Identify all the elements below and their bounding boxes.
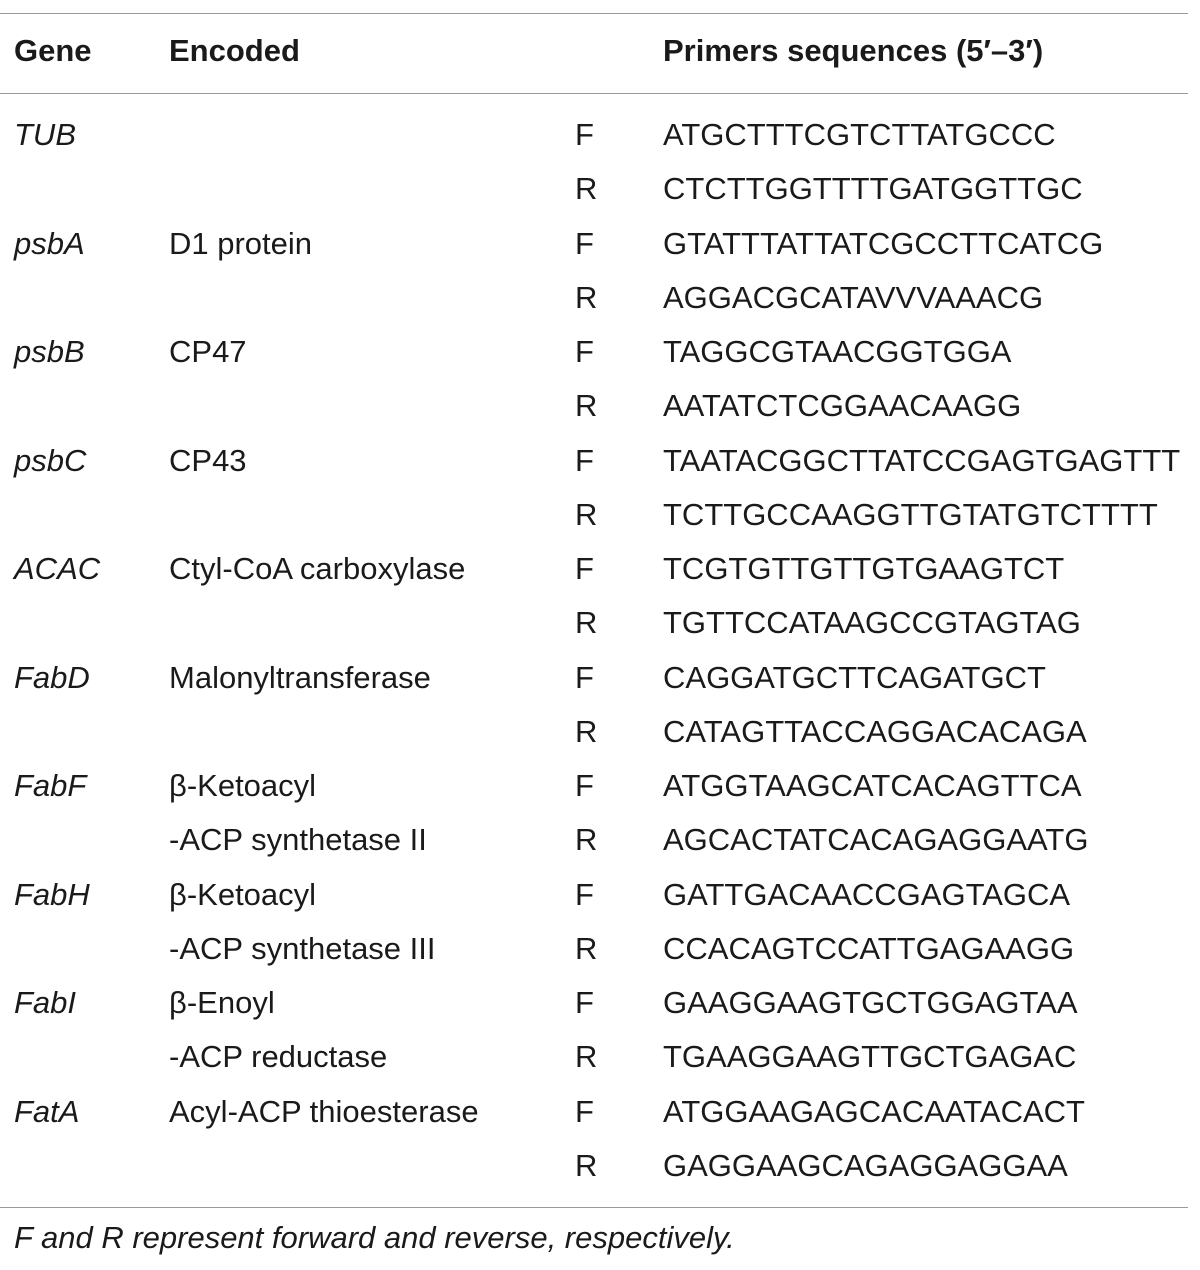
cell-encoded: D1 protein [169, 225, 313, 261]
table-bottom-rule [0, 1207, 1188, 1208]
cell-encoded: -ACP synthetase III [169, 930, 436, 966]
cell-gene: psbA [14, 225, 85, 261]
table-footnote: F and R represent forward and reverse, r… [14, 1220, 735, 1255]
cell-direction: F [575, 1093, 594, 1129]
table-row: psbC CP43 F TAATACGGCTTATCCGAGTGAGTTT [0, 443, 1200, 497]
cell-gene: psbB [14, 334, 85, 369]
cell-sequence: TGTTCCATAAGCCGTAGTAG [663, 605, 1081, 641]
cell-gene: TUB [14, 117, 76, 152]
header-sequence: Primers sequences (5′–3′) [663, 33, 1044, 68]
cell-encoded: CP43 [169, 442, 247, 478]
cell-sequence: AGGACGCATAVVVAAACG [663, 279, 1044, 315]
cell-encoded: β-Ketoacyl [169, 876, 317, 912]
table-row: R GAGGAAGCAGAGGAGGAA [0, 1148, 1200, 1202]
table-row: FabD Malonyltransferase F CAGGATGCTTCAGATGC… [0, 660, 1200, 714]
cell-direction: F [575, 442, 594, 478]
cell-direction: F [575, 551, 594, 586]
cell-sequence: TCGTGTTGTTGTGAAGTCT [663, 551, 1065, 586]
cell-direction: F [575, 985, 594, 1020]
cell-direction: R [575, 1147, 598, 1183]
cell-sequence: AATATCTCGGAACAAGG [663, 388, 1022, 424]
cell-direction: R [575, 388, 598, 424]
table-row: R AGGACGCATAVVVAAACG [0, 280, 1200, 334]
table-row: FabH β-Ketoacyl F GATTGACAACCGAGTAGCA [0, 877, 1200, 931]
table-header: Gene Encoded Primers sequences (5′–3′) [0, 33, 1200, 77]
table-row: FabF β-Ketoacyl F ATGGTAAGCATCACAGTTCA [0, 768, 1200, 822]
table-row: R TCTTGCCAAGGTTGTATGTCTTTT [0, 497, 1200, 551]
table-row: R CTCTTGGTTTTGATGGTTGC [0, 171, 1200, 225]
table-row: R AATATCTCGGAACAAGG [0, 388, 1200, 442]
cell-sequence: TAATACGGCTTATCCGAGTGAGTTT [663, 442, 1181, 478]
cell-encoded: β-Enoyl [169, 985, 275, 1020]
cell-encoded: -ACP reductase [169, 1039, 388, 1075]
table-row: -ACP reductase R TGAAGGAAGTTGCTGAGAC [0, 1039, 1200, 1093]
cell-sequence: GTATTTATTATCGCCTTCATCG [663, 225, 1104, 261]
table-row: FabI β-Enoyl F GAAGGAAGTGCTGGAGTAA [0, 985, 1200, 1039]
table-row: psbA D1 protein F GTATTTATTATCGCCTTCATCG [0, 226, 1200, 280]
cell-direction: R [575, 171, 598, 207]
cell-encoded: -ACP synthetase II [169, 822, 427, 858]
cell-gene: ACAC [14, 551, 101, 586]
table-row: -ACP synthetase II R AGCACTATCACAGAGGAATG [0, 822, 1200, 876]
cell-direction: F [575, 659, 594, 695]
cell-sequence: GAGGAAGCAGAGGAGGAA [663, 1147, 1068, 1183]
cell-encoded: Ctyl-CoA carboxylase [169, 551, 466, 586]
cell-gene: psbC [14, 442, 87, 478]
cell-sequence: ATGCTTTCGTCTTATGCCC [663, 117, 1056, 152]
cell-sequence: ATGGTAAGCATCACAGTTCA [663, 768, 1082, 803]
cell-encoded: β-Ketoacyl [169, 768, 317, 803]
cell-direction: F [575, 334, 594, 369]
cell-direction: R [575, 713, 598, 749]
cell-sequence: CTCTTGGTTTTGATGGTTGC [663, 171, 1083, 207]
cell-encoded: CP47 [169, 334, 247, 369]
cell-direction: F [575, 768, 594, 803]
cell-sequence: GAAGGAAGTGCTGGAGTAA [663, 985, 1078, 1020]
cell-sequence: GATTGACAACCGAGTAGCA [663, 876, 1071, 912]
cell-sequence: CAGGATGCTTCAGATGCT [663, 659, 1046, 695]
cell-sequence: AGCACTATCACAGAGGAATG [663, 822, 1089, 858]
table-row: ACAC Ctyl-CoA carboxylase F TCGTGTTGTTGTGAA… [0, 551, 1200, 605]
table-top-rule [0, 13, 1188, 14]
table-row: psbB CP47 F TAGGCGTAACGGTGGA [0, 334, 1200, 388]
table-header-rule [0, 93, 1188, 94]
cell-direction: R [575, 822, 598, 858]
table-row: R TGTTCCATAAGCCGTAGTAG [0, 605, 1200, 659]
cell-encoded: Acyl-ACP thioesterase [169, 1093, 479, 1129]
cell-gene: FabH [14, 876, 90, 912]
table-row: R CATAGTTACCAGGACACAGA [0, 714, 1200, 768]
cell-direction: F [575, 876, 594, 912]
cell-sequence: CCACAGTCCATTGAGAAGG [663, 930, 1075, 966]
table-row: FatA Acyl-ACP thioesterase F ATGGAAGAGCACAA… [0, 1094, 1200, 1148]
cell-sequence: TAGGCGTAACGGTGGA [663, 334, 1012, 369]
cell-direction: R [575, 930, 598, 966]
cell-gene: FatA [14, 1093, 80, 1129]
table-row: TUB F ATGCTTTCGTCTTATGCCC [0, 117, 1200, 171]
cell-sequence: TCTTGCCAAGGTTGTATGTCTTTT [663, 496, 1158, 532]
cell-gene: FabD [14, 659, 90, 695]
table-row: -ACP synthetase III R CCACAGTCCATTGAGAAGG [0, 931, 1200, 985]
header-encoded: Encoded [169, 33, 300, 68]
cell-gene: FabF [14, 768, 87, 803]
cell-encoded: Malonyltransferase [169, 659, 431, 695]
cell-direction: F [575, 225, 594, 261]
cell-direction: R [575, 496, 598, 532]
cell-direction: F [575, 117, 594, 152]
cell-gene: FabI [14, 985, 77, 1020]
cell-direction: R [575, 279, 598, 315]
cell-direction: R [575, 1039, 598, 1075]
header-gene: Gene [14, 33, 92, 68]
cell-sequence: ATGGAAGAGCACAATACACT [663, 1093, 1085, 1129]
cell-sequence: CATAGTTACCAGGACACAGA [663, 713, 1087, 749]
cell-sequence: TGAAGGAAGTTGCTGAGAC [663, 1039, 1077, 1075]
cell-direction: R [575, 605, 598, 641]
